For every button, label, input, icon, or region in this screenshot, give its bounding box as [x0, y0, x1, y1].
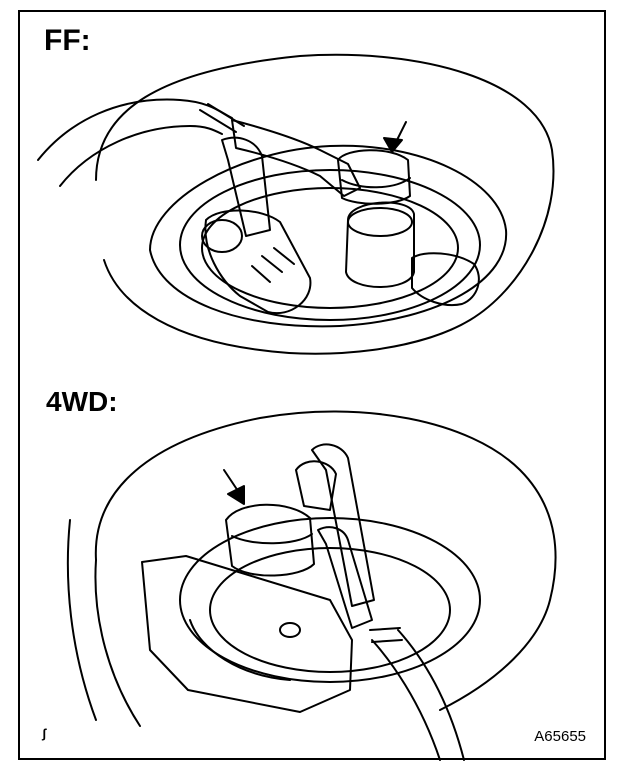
4wd-cover-inner — [189, 619, 291, 681]
ff-pump-cylinder-top — [347, 207, 413, 237]
ff-left-mount — [201, 219, 243, 253]
figure-code: A65655 — [534, 728, 586, 745]
ff-left-probe — [221, 136, 271, 237]
4wd-floor-line — [66, 519, 97, 721]
4wd-pump-ring-outer — [179, 517, 481, 683]
corner-mark: ʃ — [42, 726, 47, 741]
ff-harness-lower — [59, 125, 223, 187]
ff-pump-ring-outer — [179, 169, 481, 321]
4wd-target-connector-lip — [231, 533, 313, 545]
ff-tank-outline — [95, 53, 555, 355]
4wd-tank-left-edge — [94, 559, 141, 727]
4wd-wire-band — [369, 627, 403, 643]
4wd-rear-fitting — [295, 460, 337, 511]
ff-left-plug-ridges — [251, 247, 295, 283]
ff-left-plug — [204, 209, 312, 315]
4wd-probe-rear — [311, 443, 375, 607]
ff-illustration — [37, 53, 555, 355]
ff-upper-connector-lip — [341, 177, 411, 189]
ff-harness-upper — [37, 98, 233, 161]
ff-upper-connector — [337, 149, 411, 205]
ff-section-label: FF: — [44, 24, 91, 57]
4wd-illustration — [66, 410, 557, 761]
ff-pump-ring-inner — [201, 187, 459, 309]
4wd-cover-plate — [141, 555, 353, 713]
4wd-section-label: 4WD: — [46, 386, 118, 417]
4wd-pointer-arrow-icon — [223, 469, 245, 505]
ff-pump-cylinder — [345, 201, 415, 288]
4wd-target-connector — [225, 503, 315, 577]
4wd-probe-front — [317, 526, 373, 629]
ff-pointer-arrow-icon — [383, 121, 407, 153]
ff-right-fitting — [411, 252, 480, 306]
4wd-harness-upper — [397, 629, 465, 761]
4wd-pump-ring-inner — [209, 547, 451, 673]
4wd-harness-lower — [371, 639, 441, 761]
ff-lead-body — [231, 119, 361, 197]
4wd-cover-hole — [279, 622, 301, 638]
4wd-tank-outline — [94, 410, 557, 711]
figure-frame — [18, 10, 606, 760]
ff-tank-inner-rim — [149, 144, 508, 328]
